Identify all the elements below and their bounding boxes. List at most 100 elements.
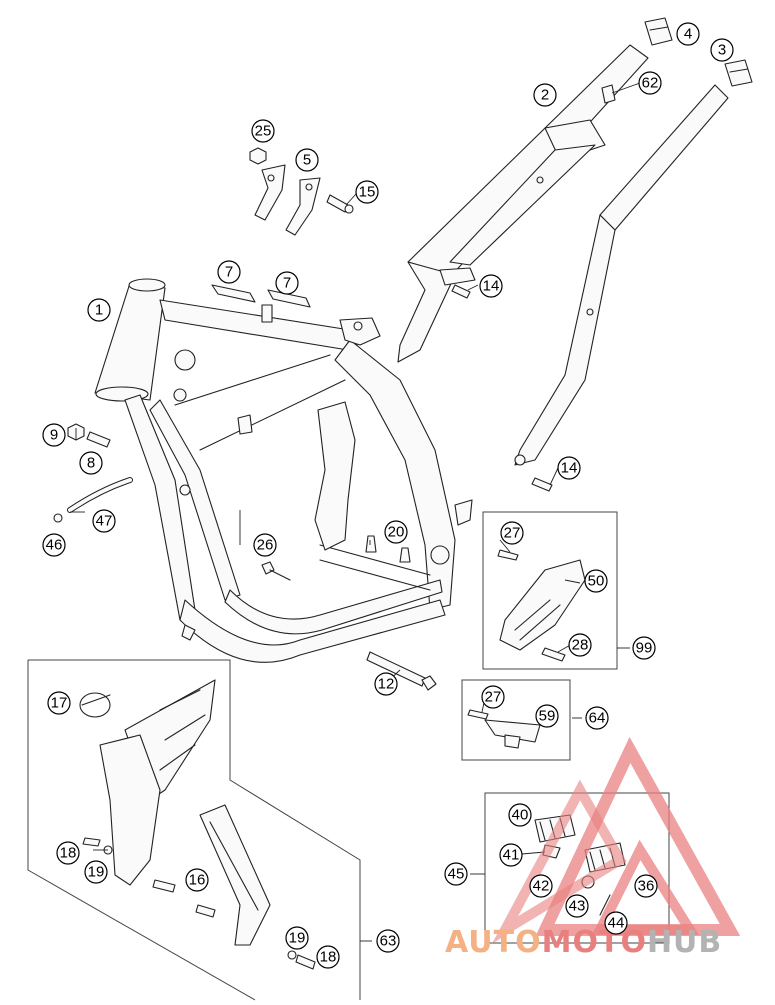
callout-ring: [316, 945, 340, 969]
callout-ring: [42, 423, 66, 447]
subframe-end-plug-3: [724, 59, 753, 87]
callout-ring: [217, 260, 241, 284]
callout-ring: [604, 911, 628, 935]
bolt-26: [261, 561, 291, 581]
callout-number: 28: [572, 637, 589, 654]
callout-ring: [529, 874, 553, 898]
callout-c17: 17: [47, 691, 71, 715]
callout-c36: 36: [634, 874, 658, 898]
callout-number: 27: [485, 689, 502, 706]
callout-c50: 50: [584, 569, 608, 593]
callout-c42: 42: [529, 874, 553, 898]
callout-ring: [508, 803, 532, 827]
callout-number: 64: [589, 710, 606, 727]
callout-ring: [500, 521, 524, 545]
callout-number: 8: [87, 455, 95, 472]
callout-ring: [584, 569, 608, 593]
callout-ring: [87, 298, 111, 322]
callout-number: 1: [95, 302, 103, 319]
nut-25: [249, 147, 267, 165]
callout-ring: [79, 451, 103, 475]
callout-ring: [479, 274, 503, 298]
callout-ring: [251, 119, 275, 143]
pads-7: [211, 284, 311, 308]
callout-number: 18: [320, 949, 337, 966]
callout-number: 19: [289, 930, 306, 947]
chain-slider-assembly: [467, 709, 541, 749]
callout-number: 2: [541, 87, 549, 104]
callout-c1: 1: [87, 298, 111, 322]
svg-text:AUTOMOTOHUB: AUTOMOTOHUB: [445, 925, 722, 960]
bolt-62: [601, 84, 616, 104]
callout-ring: [376, 929, 400, 953]
swingarm-bolt-12: [366, 651, 437, 691]
clip-46: [53, 513, 63, 523]
callout-c25: 25: [251, 119, 275, 143]
callout-c64: 64: [585, 706, 609, 730]
callout-c46: 46: [42, 533, 66, 557]
bolt-14-lower: [531, 477, 553, 492]
callout-number: 12: [378, 676, 395, 693]
callout-c63: 63: [376, 929, 400, 953]
callout-ring: [533, 83, 557, 107]
hose-47: [67, 477, 133, 513]
callout-ring: [444, 862, 468, 886]
group-box-63: [27, 659, 361, 1001]
callout-ring: [275, 271, 299, 295]
callout-number: 59: [539, 708, 556, 725]
callout-ring: [84, 860, 108, 884]
callout-c19b: 19: [285, 926, 309, 950]
callout-number: 41: [503, 847, 520, 864]
watermark-hub: HUB: [647, 925, 722, 960]
bolt-8: [86, 431, 111, 448]
watermark-auto: AUTO: [445, 925, 542, 960]
callout-c15: 15: [355, 180, 379, 204]
callout-ring: [253, 533, 277, 557]
callout-ring: [632, 636, 656, 660]
callout-number: 42: [533, 878, 550, 895]
callout-c7b: 7: [275, 271, 299, 295]
callout-c12: 12: [374, 672, 398, 696]
subframe: [397, 44, 729, 466]
group-box-64: [461, 679, 571, 761]
callout-ring: [557, 456, 581, 480]
bolt-14-upper: [451, 284, 471, 299]
callout-ring: [295, 148, 319, 172]
callout-number: 14: [561, 460, 578, 477]
callout-number: 4: [684, 26, 692, 43]
callout-ring: [481, 685, 505, 709]
callout-c16: 16: [185, 868, 209, 892]
callout-number: 26: [257, 537, 274, 554]
callout-c44: 44: [604, 911, 628, 935]
callout-number: 47: [96, 513, 113, 530]
callout-ring: [185, 868, 209, 892]
callout-number: 40: [512, 807, 529, 824]
callout-c45: 45: [444, 862, 468, 886]
watermark-moto: MOTO: [542, 925, 647, 960]
callout-c99: 99: [632, 636, 656, 660]
callout-number: 15: [359, 184, 376, 201]
chain-guide-assembly: [497, 549, 586, 662]
callout-ring: [568, 633, 592, 657]
callout-number: 7: [225, 264, 233, 281]
callout-layer: 1234577891214141516171818191920252627272…: [42, 22, 734, 969]
callout-ring: [374, 672, 398, 696]
callout-c2: 2: [533, 83, 557, 107]
callout-c41: 41: [499, 843, 523, 867]
callout-c4: 4: [676, 22, 700, 46]
callout-number: 16: [189, 872, 206, 889]
callout-ring: [535, 704, 559, 728]
callout-c18a: 18: [56, 841, 80, 865]
bolt-15: [326, 194, 354, 214]
callout-number: 36: [638, 878, 655, 895]
callout-number: 63: [380, 933, 397, 950]
callout-number: 19: [88, 864, 105, 881]
callout-c19a: 19: [84, 860, 108, 884]
callout-number: 50: [588, 573, 605, 590]
callout-ring: [384, 520, 408, 544]
callout-c59: 59: [535, 704, 559, 728]
callout-number: 43: [569, 898, 586, 915]
callout-ring: [47, 691, 71, 715]
callout-c9: 9: [42, 423, 66, 447]
